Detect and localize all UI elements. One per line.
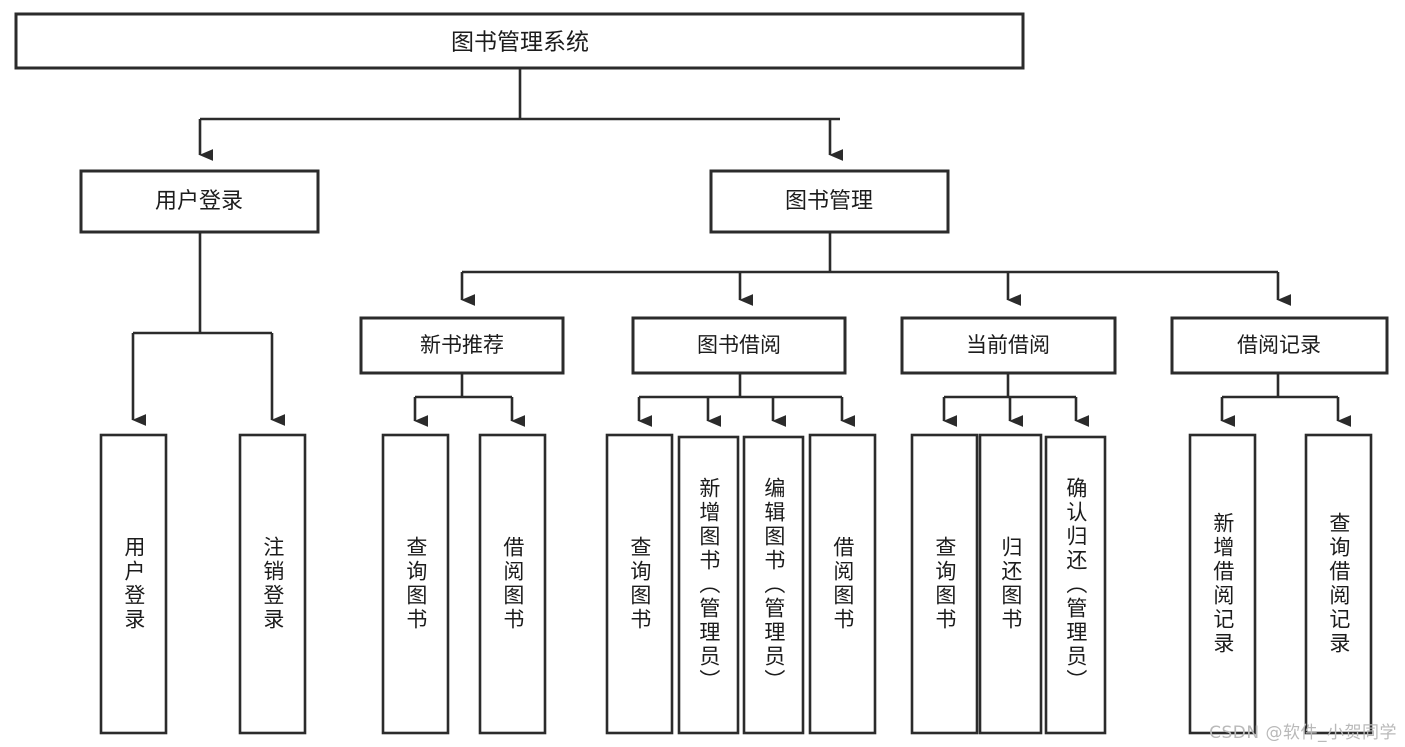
leaf-box-user-login-0[interactable] — [99, 433, 168, 735]
node-current-borrow-label: 当前借阅 — [966, 333, 1050, 357]
leaf-box-current-0[interactable] — [910, 433, 979, 735]
leaf-box-borrow-0[interactable] — [605, 433, 674, 735]
node-book-borrow-label: 图书借阅 — [697, 333, 781, 357]
csdn-watermark: CSDN @软件_小贺同学 — [1209, 723, 1397, 743]
node-root-label: 图书管理系统 — [451, 30, 589, 56]
nodes-layer: 图书管理系统 用户登录 图书管理 新书推荐 图书借阅 当前 — [14, 12, 1389, 735]
leaf-box-record-0[interactable] — [1188, 433, 1257, 735]
node-user-login[interactable]: 用户登录 — [79, 169, 320, 234]
node-user-login-label: 用户登录 — [155, 189, 243, 214]
node-borrow-record-label: 借阅记录 — [1237, 333, 1321, 357]
node-book-borrow[interactable]: 图书借阅 — [631, 316, 847, 375]
node-book-manage-label: 图书管理 — [785, 189, 873, 214]
node-new-book-recommend-label: 新书推荐 — [420, 333, 504, 357]
edges-layer — [131, 68, 1352, 427]
node-book-manage[interactable]: 图书管理 — [709, 169, 950, 234]
leaf-box-user-login-1[interactable] — [238, 433, 307, 735]
leaf-box-current-1[interactable] — [978, 433, 1043, 735]
leaf-box-newbook-1[interactable] — [478, 433, 547, 735]
leaf-box-borrow-1[interactable] — [677, 435, 740, 735]
node-current-borrow[interactable]: 当前借阅 — [900, 316, 1117, 375]
node-new-book-recommend[interactable]: 新书推荐 — [359, 316, 565, 375]
leaf-box-borrow-2[interactable] — [742, 435, 805, 735]
leaf-box-record-1[interactable] — [1304, 433, 1373, 735]
leaf-box-borrow-3[interactable] — [808, 433, 877, 735]
leaf-box-newbook-0[interactable] — [381, 433, 450, 735]
node-borrow-record[interactable]: 借阅记录 — [1170, 316, 1389, 375]
node-root[interactable]: 图书管理系统 — [14, 12, 1025, 70]
leaf-box-current-2[interactable] — [1044, 435, 1107, 735]
